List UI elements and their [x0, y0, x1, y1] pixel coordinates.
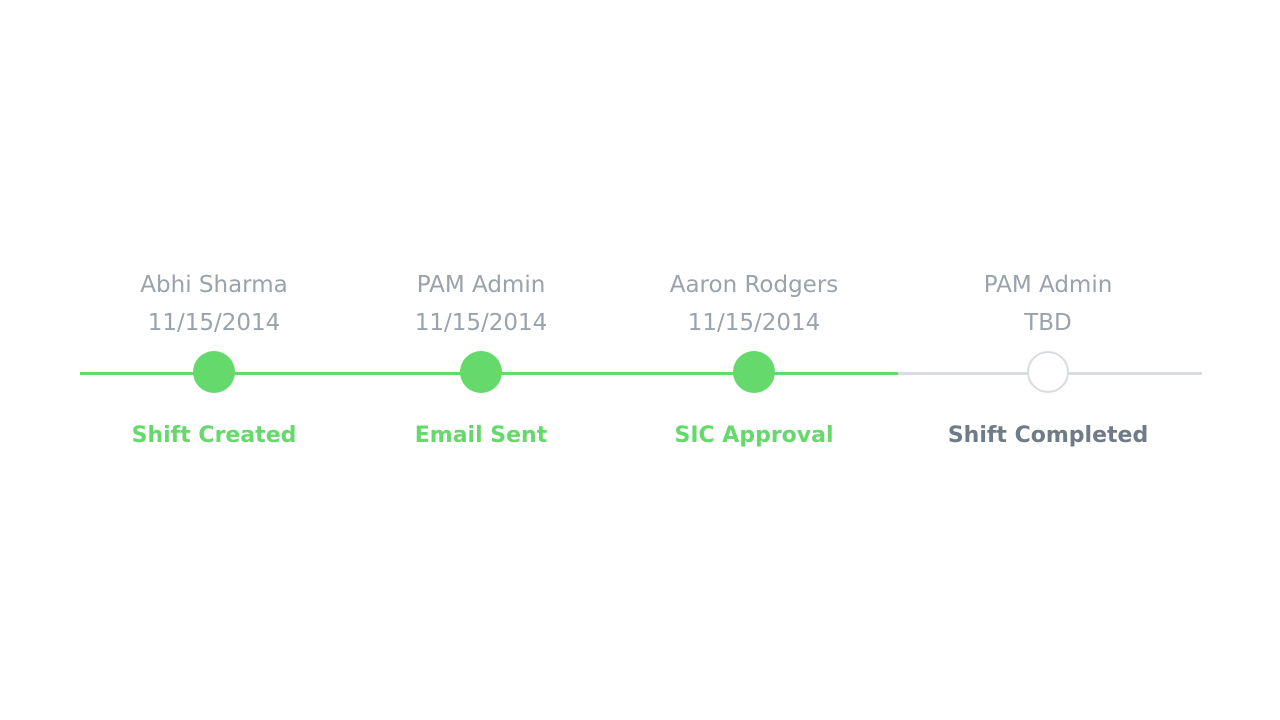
step-label: Shift Completed — [947, 423, 1149, 448]
step-label: SIC Approval — [674, 423, 834, 448]
timeline-step-shift-completed: PAM Admin TBD Shift Completed — [928, 266, 1168, 451]
step-node-completed — [193, 351, 235, 393]
timeline-step-sic-approval: Aaron Rodgers 11/15/2014 SIC Approval — [634, 266, 874, 451]
step-date: 11/15/2014 — [687, 310, 821, 336]
step-date: 11/15/2014 — [147, 310, 281, 336]
step-label: Shift Created — [131, 423, 297, 448]
step-user-name: PAM Admin — [983, 272, 1113, 298]
step-user-name: Abhi Sharma — [140, 272, 288, 298]
step-label: Email Sent — [414, 423, 548, 448]
step-date: TBD — [1024, 310, 1072, 336]
step-user-name: PAM Admin — [416, 272, 546, 298]
step-node-completed — [733, 351, 775, 393]
step-date: 11/15/2014 — [414, 310, 548, 336]
timeline-step-email-sent: PAM Admin 11/15/2014 Email Sent — [361, 266, 601, 451]
step-node-completed — [460, 351, 502, 393]
step-user-name: Aaron Rodgers — [669, 272, 839, 298]
step-node-pending — [1027, 351, 1069, 393]
timeline-step-shift-created: Abhi Sharma 11/15/2014 Shift Created — [94, 266, 334, 451]
